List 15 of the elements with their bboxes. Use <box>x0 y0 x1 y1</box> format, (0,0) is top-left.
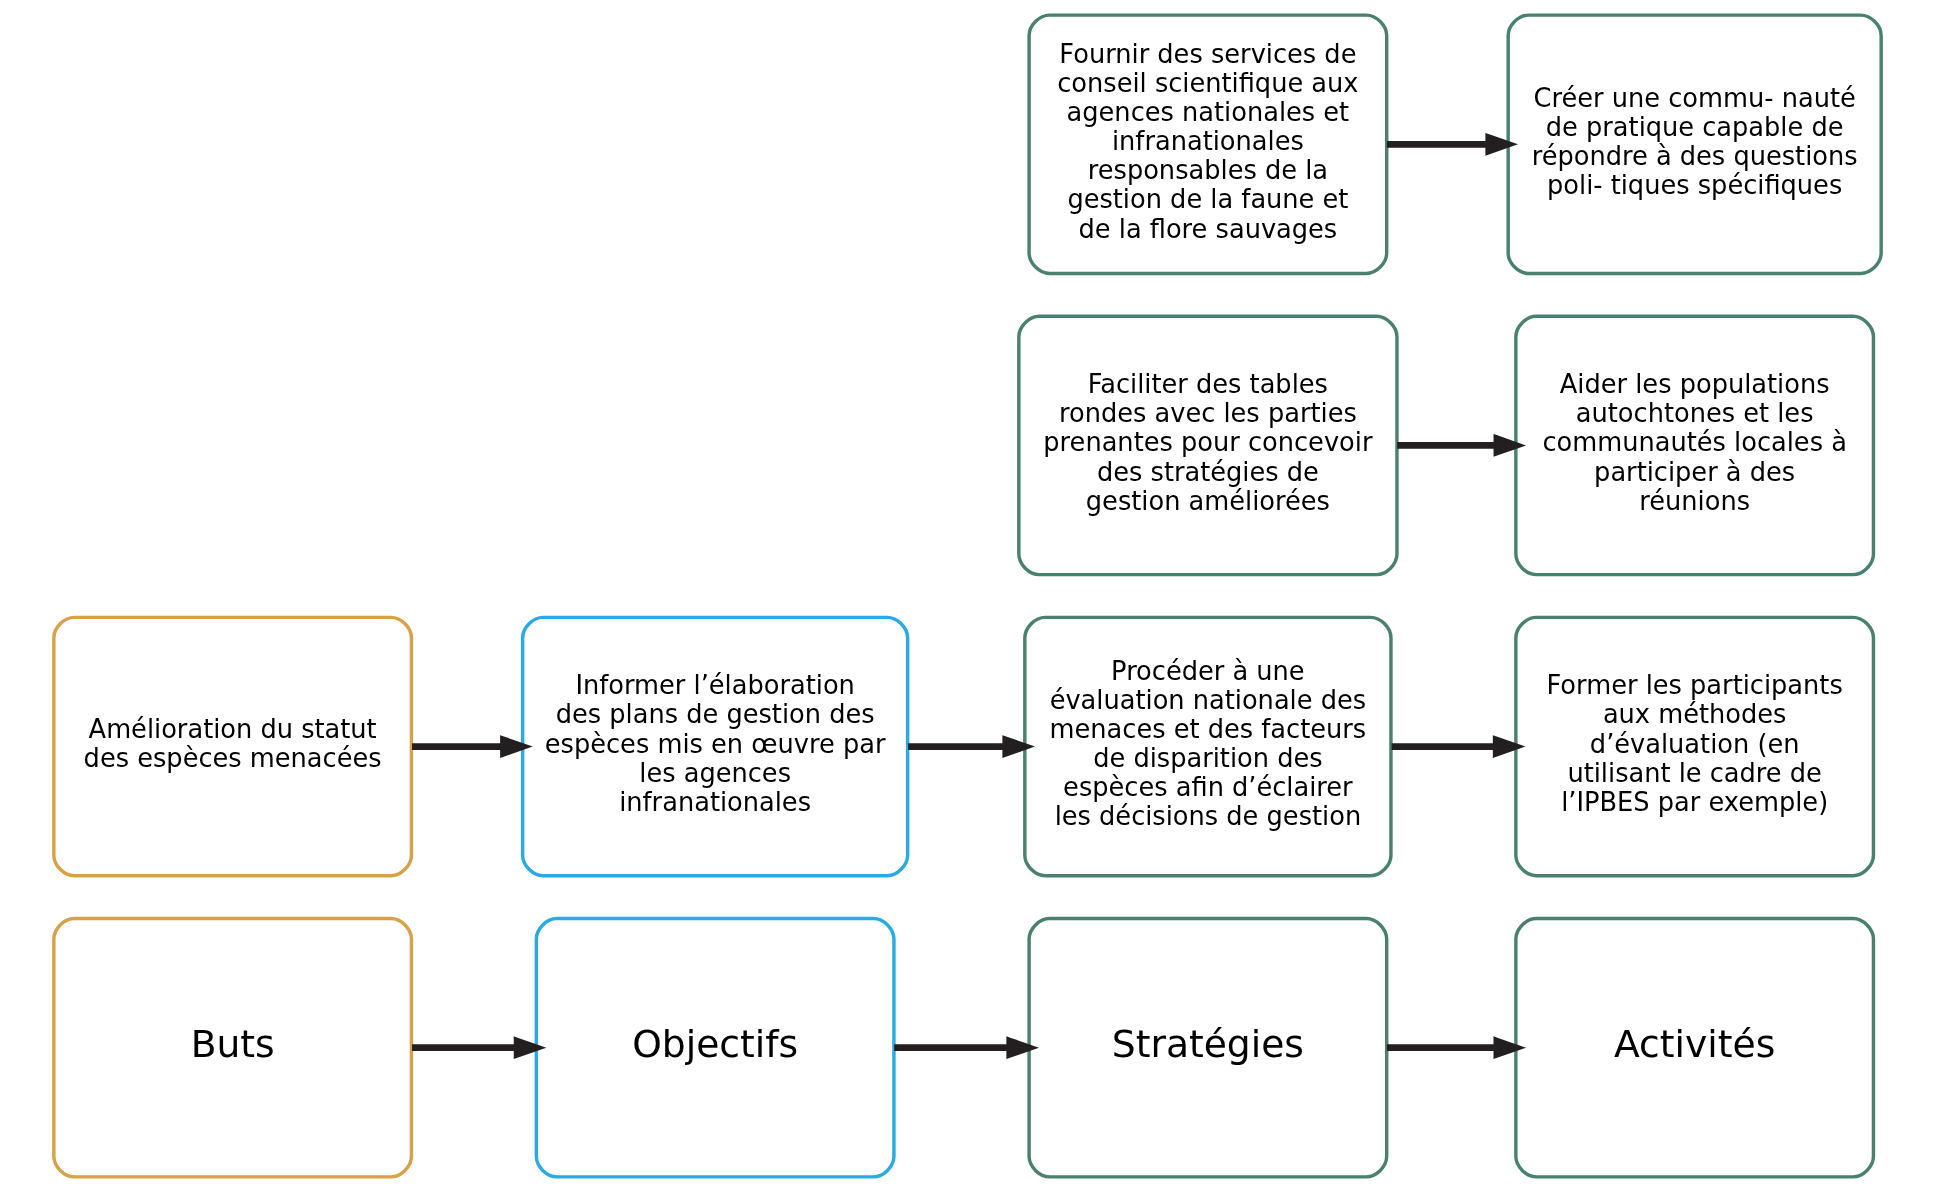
node-box: Faciliter des tables rondes avec les parties prenantes pour concevoir des stratégies de gestion améliorées <box>1017 314 1399 577</box>
node-box: Buts <box>52 916 414 1179</box>
node-box: Procéder à une évaluation nationale des menaces et des facteurs de disparition des espèces afin d’éclairer les décisions de gestion <box>1023 615 1393 878</box>
node-box: Aider les populations autochtones et les communautés locales à participer à des réunions <box>1514 314 1876 577</box>
arrow <box>1386 1036 1527 1060</box>
node-box: Créer une commu- nauté de pratique capable de répondre à des questions poli- tiques spécifiques <box>1506 13 1883 276</box>
node-box: Objectifs <box>534 916 896 1179</box>
arrow <box>1386 132 1518 156</box>
arrow <box>1391 735 1526 758</box>
node-box: Fournir des services de conseil scientifique aux agences nationales et infranationales responsables de la gestion de la faune et de la flore sauvages <box>1027 13 1389 276</box>
node-box: Informer l’élaboration des plans de gestion des espèces mis en œuvre par les agences infranationales <box>520 615 910 878</box>
node-box: Former les participants aux méthodes d’évaluation (en utilisant le cadre de l’IPBES par exemple) <box>1514 615 1876 878</box>
node-box: Activités <box>1514 916 1876 1179</box>
node-box: Amélioration du statut des espèces menacées <box>52 615 414 878</box>
node-box: Stratégies <box>1027 916 1389 1179</box>
